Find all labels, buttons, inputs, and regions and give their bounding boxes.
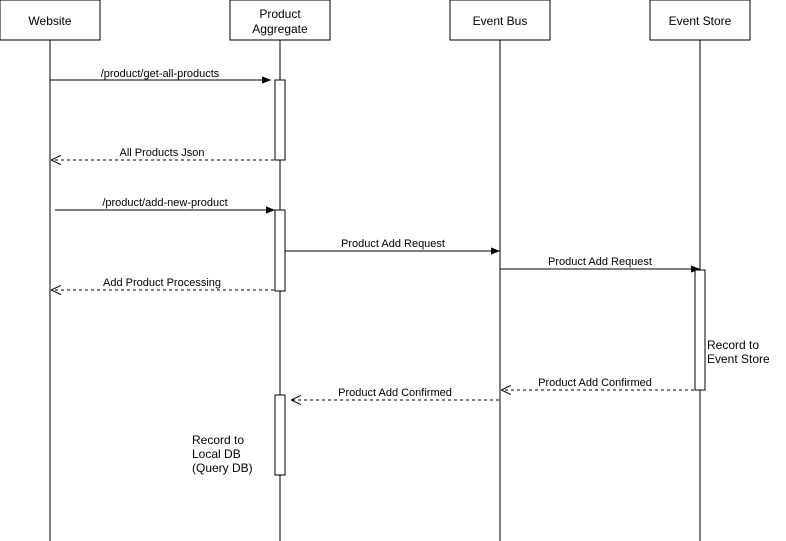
participant-label: Event Store xyxy=(669,14,732,28)
participant-label: Event Bus xyxy=(473,14,528,28)
message-label: Product Add Confirmed xyxy=(538,377,652,389)
activation-bar xyxy=(274,79,286,161)
participant-label-line-2: Aggregate xyxy=(252,22,308,36)
participant-label: Website xyxy=(28,14,71,28)
message-label: Add Product Processing xyxy=(103,277,221,289)
participant-event-bus[interactable]: Event Bus xyxy=(449,0,551,41)
participant-website[interactable]: Website xyxy=(0,0,101,41)
note-label-line-2: Event Store xyxy=(707,352,770,366)
activation-bar xyxy=(274,394,286,476)
message-label: /product/get-all-products xyxy=(101,68,220,80)
message-label: All Products Json xyxy=(120,147,205,159)
participant-product-aggregate[interactable]: Product Aggregate xyxy=(229,0,331,41)
participant-label-line-1: Product xyxy=(259,7,301,21)
note-label-line-2: Local DB xyxy=(192,447,241,461)
note-label-line-1: Record to xyxy=(192,433,244,447)
message-label: Product Add Request xyxy=(548,256,652,268)
note-label-line-3: (Query DB) xyxy=(192,461,253,475)
message-label: Product Add Request xyxy=(341,238,445,250)
message-label: Product Add Confirmed xyxy=(338,387,452,399)
participant-event-store[interactable]: Event Store xyxy=(649,0,751,41)
activation-bar xyxy=(694,269,706,391)
message-label: /product/add-new-product xyxy=(102,197,227,209)
note-label-line-1: Record to xyxy=(707,338,759,352)
activation-bar xyxy=(274,209,286,292)
